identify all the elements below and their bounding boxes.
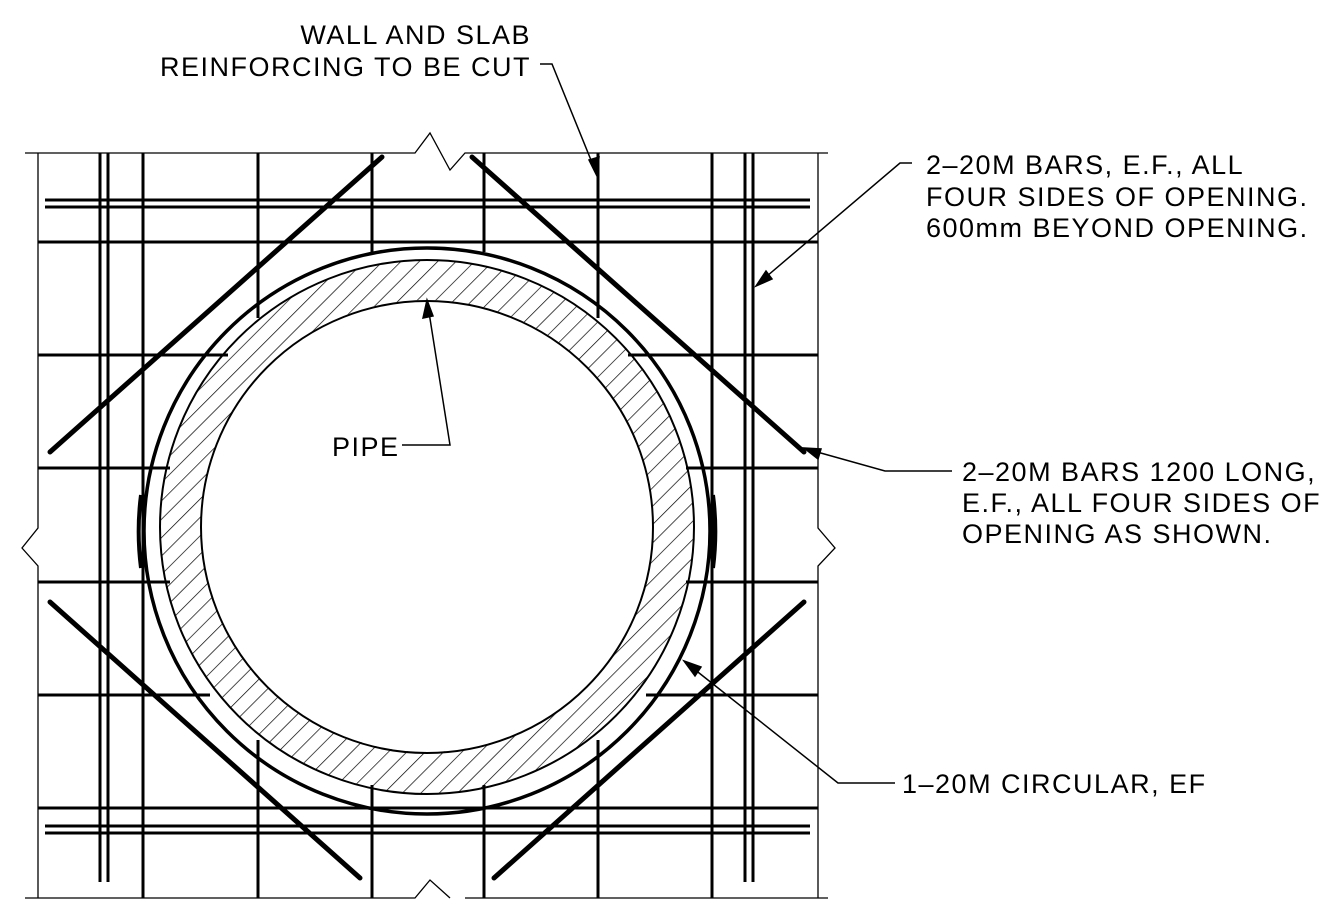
annotations: WALL AND SLAB REINFORCING TO BE CUT 2–20…: [160, 20, 1321, 799]
label-cut-line2: REINFORCING TO BE CUT: [160, 52, 531, 82]
circular-rebar: [136, 246, 718, 816]
label-bars-line3: 600mm BEYOND OPENING.: [926, 213, 1309, 243]
wall-outline: [21, 131, 836, 899]
label-pipe: PIPE: [332, 432, 400, 462]
label-diag-line1: 2–20M BARS 1200 LONG,: [962, 457, 1316, 487]
diagonal-rebar: [47, 154, 807, 881]
label-diag-line3: OPENING AS SHOWN.: [962, 519, 1273, 549]
leader-lines: [402, 63, 952, 784]
pipe: [159, 259, 695, 795]
pipe-wall: [160, 260, 695, 794]
label-circular: 1–20M CIRCULAR, EF: [902, 769, 1207, 799]
label-bars-line2: FOUR SIDES OF OPENING.: [926, 182, 1309, 212]
label-diag-line2: E.F., ALL FOUR SIDES OF: [962, 488, 1321, 518]
label-bars-line1: 2–20M BARS, E.F., ALL: [926, 150, 1244, 180]
label-cut-line1: WALL AND SLAB: [300, 20, 531, 50]
